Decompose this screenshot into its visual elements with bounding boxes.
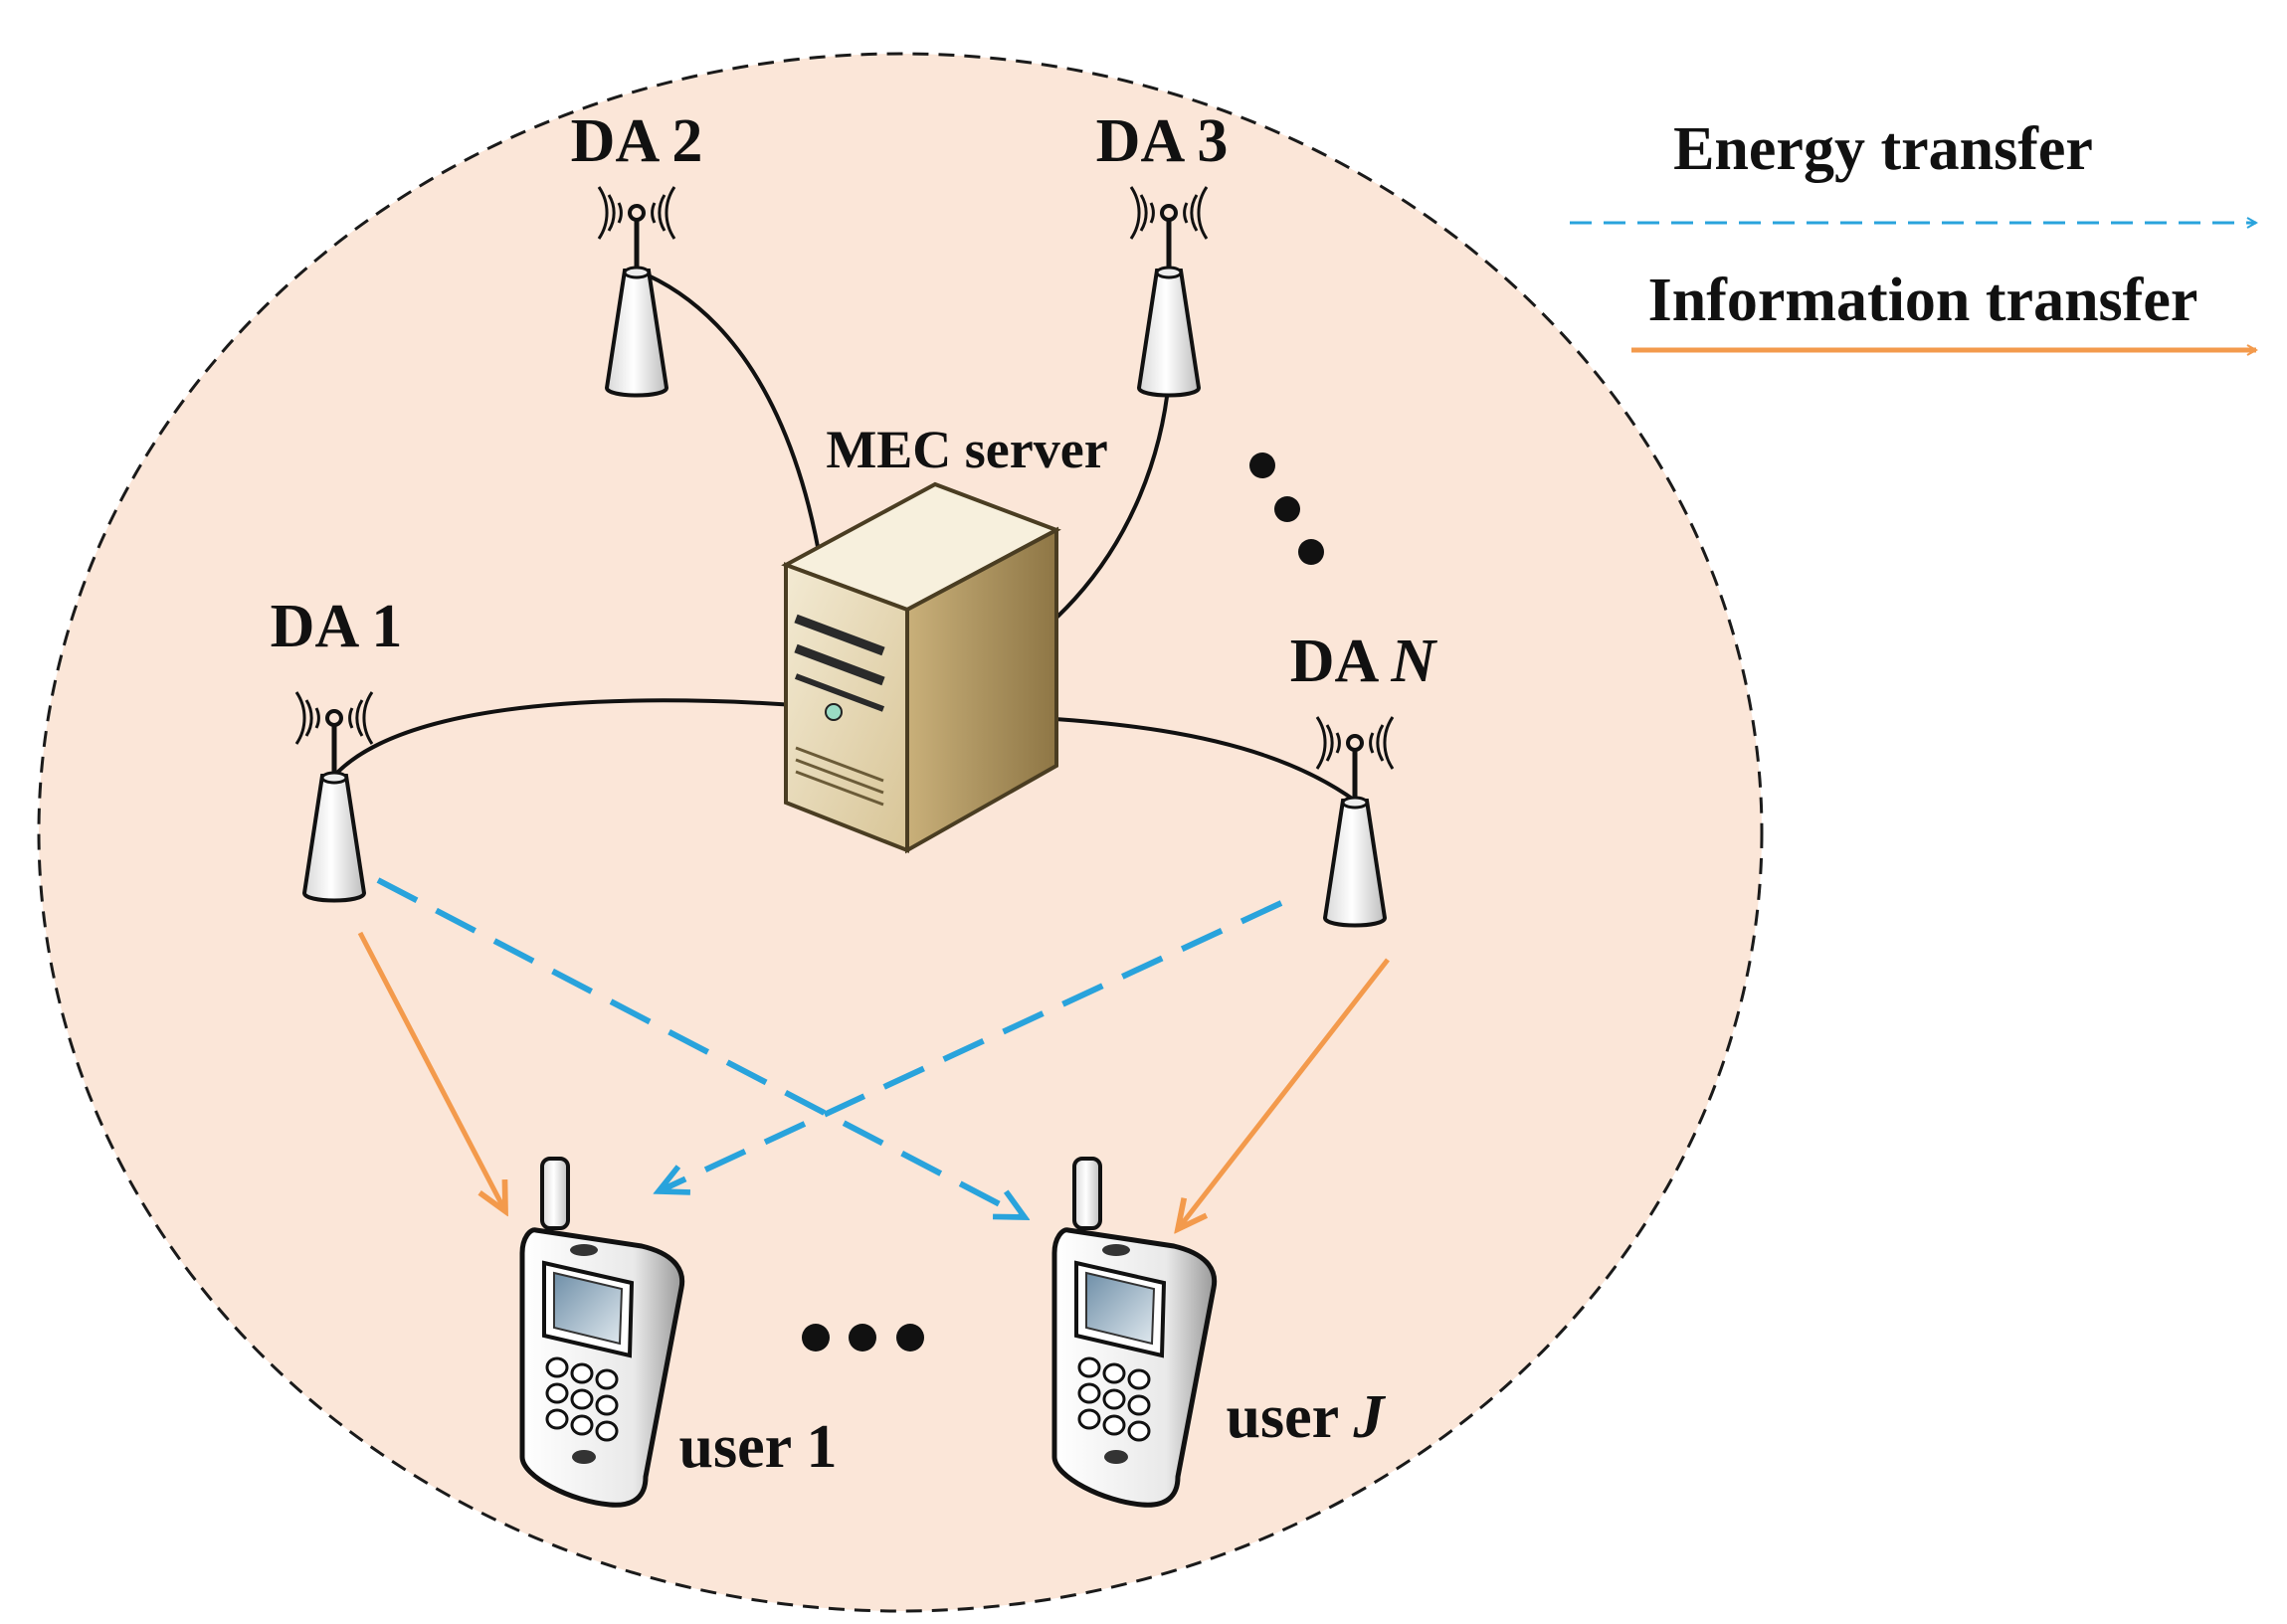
antenna-da3-icon xyxy=(1129,186,1209,398)
phone-user1-icon xyxy=(519,1157,685,1508)
user-label-user1: user 1 xyxy=(678,1413,837,1481)
legend-energy-label: Energy transfer xyxy=(1673,115,2093,183)
information-links xyxy=(357,931,1390,1229)
more-antennas-ellipsis xyxy=(1249,452,1324,565)
antenna-label-da1: DA 1 xyxy=(271,593,403,660)
antenna-label-da3: DA 3 xyxy=(1096,107,1229,175)
user-label-userJ: user J xyxy=(1226,1383,1386,1451)
antenna-da1-icon xyxy=(294,691,374,903)
mec-server-label: MEC server xyxy=(826,420,1107,479)
antenna-label-daN: DA N xyxy=(1290,628,1438,695)
energy-da1-userJ xyxy=(376,877,1025,1217)
antenna-label-da2: DA 2 xyxy=(571,107,703,175)
antenna-da2-icon xyxy=(597,186,676,398)
phone-userJ-icon xyxy=(1051,1157,1218,1508)
more-users-ellipsis xyxy=(802,1324,924,1352)
legend: Energy transfer Information transfer xyxy=(1570,115,2256,350)
energy-daN-user1 xyxy=(659,900,1283,1191)
mec-server-icon xyxy=(781,481,1061,854)
legend-information-label: Information transfer xyxy=(1648,267,2198,334)
antenna-daN-icon xyxy=(1315,716,1395,928)
information-daN-userJ xyxy=(1178,958,1390,1229)
information-da1-user1 xyxy=(357,931,505,1211)
energy-links xyxy=(376,877,1283,1217)
